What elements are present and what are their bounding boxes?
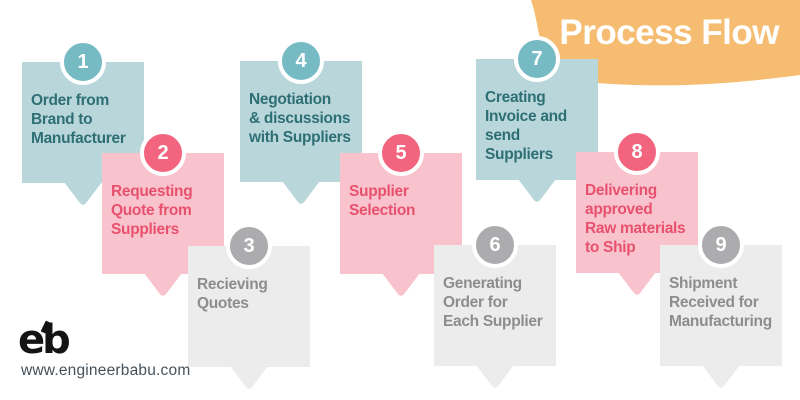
brand-logo: eb (18, 317, 88, 363)
card-tail-icon (144, 273, 182, 296)
card-tail-icon (518, 179, 556, 202)
step-title: Delivering approved Raw materials to Shi… (585, 182, 686, 256)
card-tail-icon (702, 365, 740, 388)
step-title: Shipment Received for Manufacturing (669, 275, 772, 330)
step-title: Generating Order for Each Supplier (443, 275, 543, 330)
step-number: 1 (77, 50, 89, 73)
step-title: Recieving Quotes (197, 276, 268, 312)
step-number-badge: 9 (698, 222, 744, 268)
step-number-badge: 8 (614, 129, 660, 175)
step-title: Requesting Quote from Suppliers (111, 183, 193, 238)
step-number: 6 (489, 233, 501, 256)
step-number-badge: 7 (514, 36, 560, 82)
step-title: Order from Brand to Manufacturer (31, 92, 126, 147)
step-number: 8 (631, 140, 643, 163)
page-title: Process Flow (559, 13, 779, 52)
step-number: 4 (295, 49, 307, 72)
step-number-badge: 4 (278, 38, 324, 84)
step-number: 3 (243, 234, 255, 257)
step-card-3: 3 Recieving Quotes (188, 223, 310, 389)
step-number: 2 (157, 141, 169, 164)
card-tail-icon (476, 365, 514, 388)
step-card-4: 4 Negotiation & discussions with Supplie… (240, 38, 362, 204)
banner-ribbon (531, 0, 800, 86)
card-tail-icon (282, 181, 320, 204)
step-title: Negotiation & discussions with Suppliers (249, 91, 351, 146)
step-number-badge: 5 (378, 130, 424, 176)
step-card-9: 9 Shipment Received for Manufacturing (660, 222, 782, 388)
step-number: 7 (531, 47, 543, 70)
banner-shape (531, 0, 800, 86)
step-title: Creating Invoice and send Suppliers (485, 89, 567, 163)
logo-text: eb (18, 317, 71, 363)
website-url: www.engineerbabu.com (21, 362, 191, 379)
card-tail-icon (618, 272, 656, 295)
step-number-badge: 3 (226, 223, 272, 269)
card-tail-icon (230, 366, 268, 389)
card-tail-icon (382, 273, 420, 296)
step-number-badge: 1 (60, 39, 106, 85)
step-number-badge: 6 (472, 222, 518, 268)
step-number: 9 (715, 233, 727, 256)
step-number: 5 (395, 141, 407, 164)
step-title: Supplier Selection (349, 183, 416, 219)
step-number-badge: 2 (140, 130, 186, 176)
card-tail-icon (64, 182, 102, 205)
step-card-6: 6 Generating Order for Each Supplier (434, 222, 556, 388)
